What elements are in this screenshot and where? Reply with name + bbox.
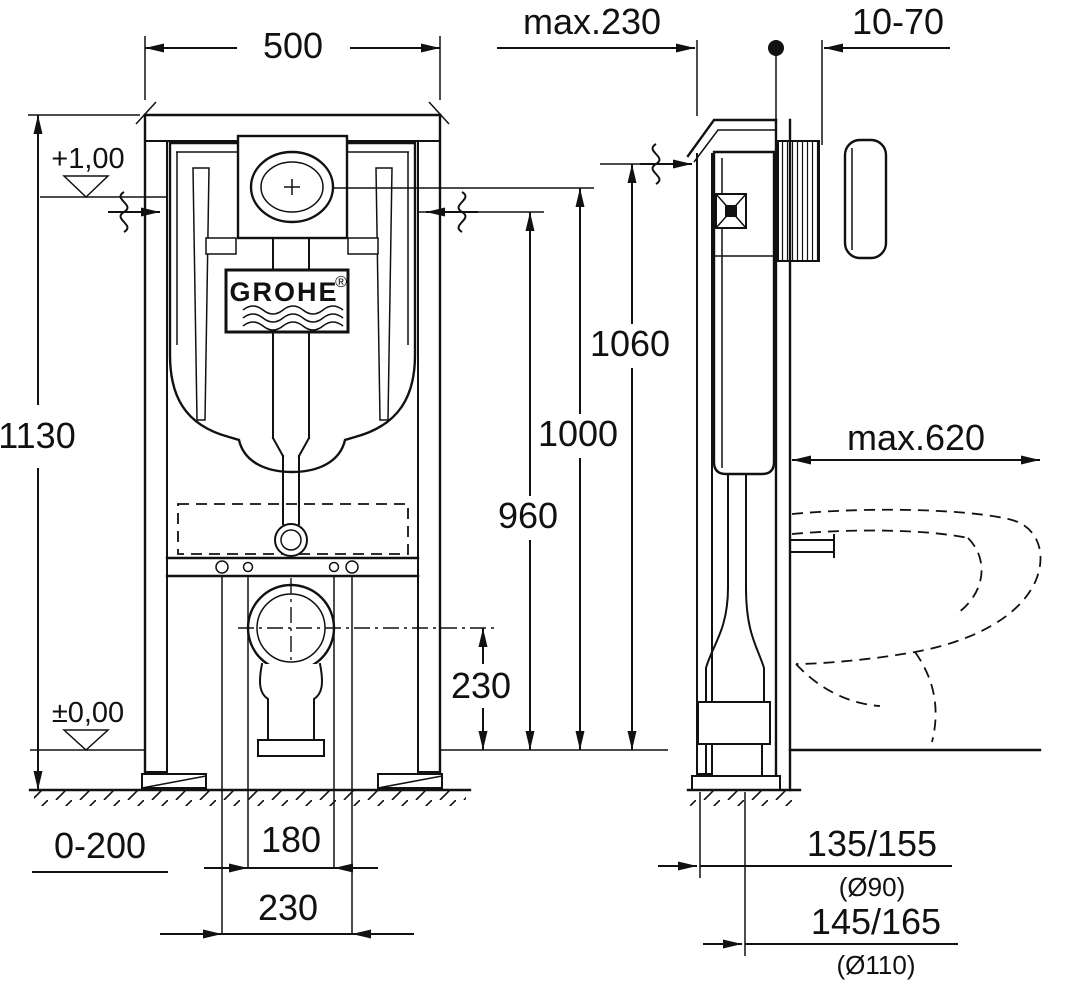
dim-label-1060: 1060 bbox=[590, 323, 670, 364]
bolt-hole bbox=[242, 561, 254, 573]
level-marker-floor: ±0,00 bbox=[30, 697, 145, 752]
dim-height-1130: 1130 bbox=[0, 114, 140, 790]
drain-assembly bbox=[238, 578, 497, 757]
side-frame bbox=[686, 118, 792, 792]
dim-width-500: 500 bbox=[144, 25, 441, 100]
corner-tick-icon bbox=[135, 101, 157, 125]
dim-label-0-200: 0-200 bbox=[54, 825, 146, 866]
crossbar-with-bolts bbox=[165, 556, 420, 578]
dim-label-500: 500 bbox=[263, 25, 323, 66]
mounting-plate-dashed bbox=[177, 503, 409, 557]
level-marker-top: +1,00 bbox=[40, 143, 167, 199]
dim-label-180: 180 bbox=[261, 819, 321, 860]
grohe-logo: GROHE ® bbox=[224, 268, 350, 334]
internal-rail-left bbox=[192, 167, 210, 421]
side-drain-box bbox=[697, 701, 771, 745]
registered-mark: ® bbox=[335, 274, 347, 291]
actuator-plate-side bbox=[843, 138, 888, 260]
dim-960: 960 bbox=[498, 212, 558, 750]
dim-label-145-165: 145/165 bbox=[811, 901, 941, 942]
dim-label-135-155: 135/155 bbox=[807, 823, 937, 864]
dim-outlet-145-165: 145/165 (Ø110) bbox=[703, 792, 958, 980]
dim-1060: 1060 bbox=[590, 164, 670, 750]
dim-label-1000: 1000 bbox=[538, 413, 618, 454]
dim-label-dia90: (Ø90) bbox=[839, 872, 905, 902]
drain-flange bbox=[257, 739, 325, 757]
wall-section-hatched bbox=[777, 140, 820, 262]
inlet-valve-icon bbox=[715, 193, 747, 229]
level-triangle-icon bbox=[62, 729, 110, 752]
foot-left bbox=[141, 773, 207, 789]
level-label-zero: ±0,00 bbox=[52, 697, 124, 729]
bolt-extension-lines bbox=[221, 576, 353, 934]
bolt-hole bbox=[215, 560, 229, 574]
dim-1000: 1000 bbox=[538, 188, 618, 750]
side-view: max.230 10-70 bbox=[497, 1, 1042, 980]
dim-10-70: 10-70 bbox=[768, 1, 950, 145]
corner-tick-icon bbox=[428, 101, 450, 125]
pipe-connector bbox=[274, 523, 308, 557]
ground-line bbox=[28, 788, 472, 806]
level-label-plus100: +1,00 bbox=[51, 143, 124, 175]
grohe-wave-icon bbox=[242, 305, 344, 331]
flush-plate bbox=[236, 134, 349, 240]
bolt-hole bbox=[328, 561, 340, 573]
side-flush-pipe-elbow bbox=[697, 473, 771, 777]
dim-label-10-70: 10-70 bbox=[852, 1, 944, 42]
level-triangle-icon bbox=[62, 175, 110, 199]
tank-tab-right bbox=[347, 237, 379, 255]
dim-label-max620: max.620 bbox=[847, 417, 985, 458]
dim-bolt-180: 180 bbox=[204, 819, 378, 873]
bolt-hole bbox=[345, 560, 359, 574]
brand-text: GROHE bbox=[229, 277, 338, 307]
dim-label-230-drain: 230 bbox=[451, 665, 511, 706]
side-foot-plate bbox=[691, 775, 781, 791]
mounting-studs bbox=[789, 534, 835, 558]
foot-right bbox=[377, 773, 443, 789]
dim-label-max230: max.230 bbox=[523, 1, 661, 42]
dim-foot-0-200: 0-200 bbox=[32, 825, 168, 873]
dim-drain-height-230: 230 bbox=[451, 628, 511, 750]
water-inlet-arrow-side-icon bbox=[640, 144, 692, 184]
side-floor-ground bbox=[686, 748, 1042, 806]
front-view: 500 1130 +1,00 ±0,00 bbox=[0, 25, 511, 939]
drain-elbow bbox=[259, 662, 323, 741]
dim-drain-230-offset: 230 bbox=[160, 887, 414, 939]
dim-label-230-bottom: 230 bbox=[258, 887, 318, 928]
side-cistern bbox=[712, 150, 776, 476]
dim-outlet-135-155: 135/155 (Ø90) bbox=[658, 792, 952, 902]
internal-rail-right bbox=[375, 167, 393, 421]
dim-label-960: 960 bbox=[498, 495, 558, 536]
tank-tab-left bbox=[205, 237, 237, 255]
wc-bowl-hidden-outline bbox=[791, 508, 1042, 743]
dim-max-620: max.620 bbox=[792, 417, 1040, 465]
dim-max-230: max.230 bbox=[497, 1, 698, 116]
water-inlet-arrow-left-icon bbox=[108, 192, 160, 232]
dim-label-dia110: (Ø110) bbox=[837, 950, 916, 980]
dim-label-1130: 1130 bbox=[0, 415, 76, 456]
height-dimensions: 960 1000 1060 bbox=[333, 163, 670, 751]
